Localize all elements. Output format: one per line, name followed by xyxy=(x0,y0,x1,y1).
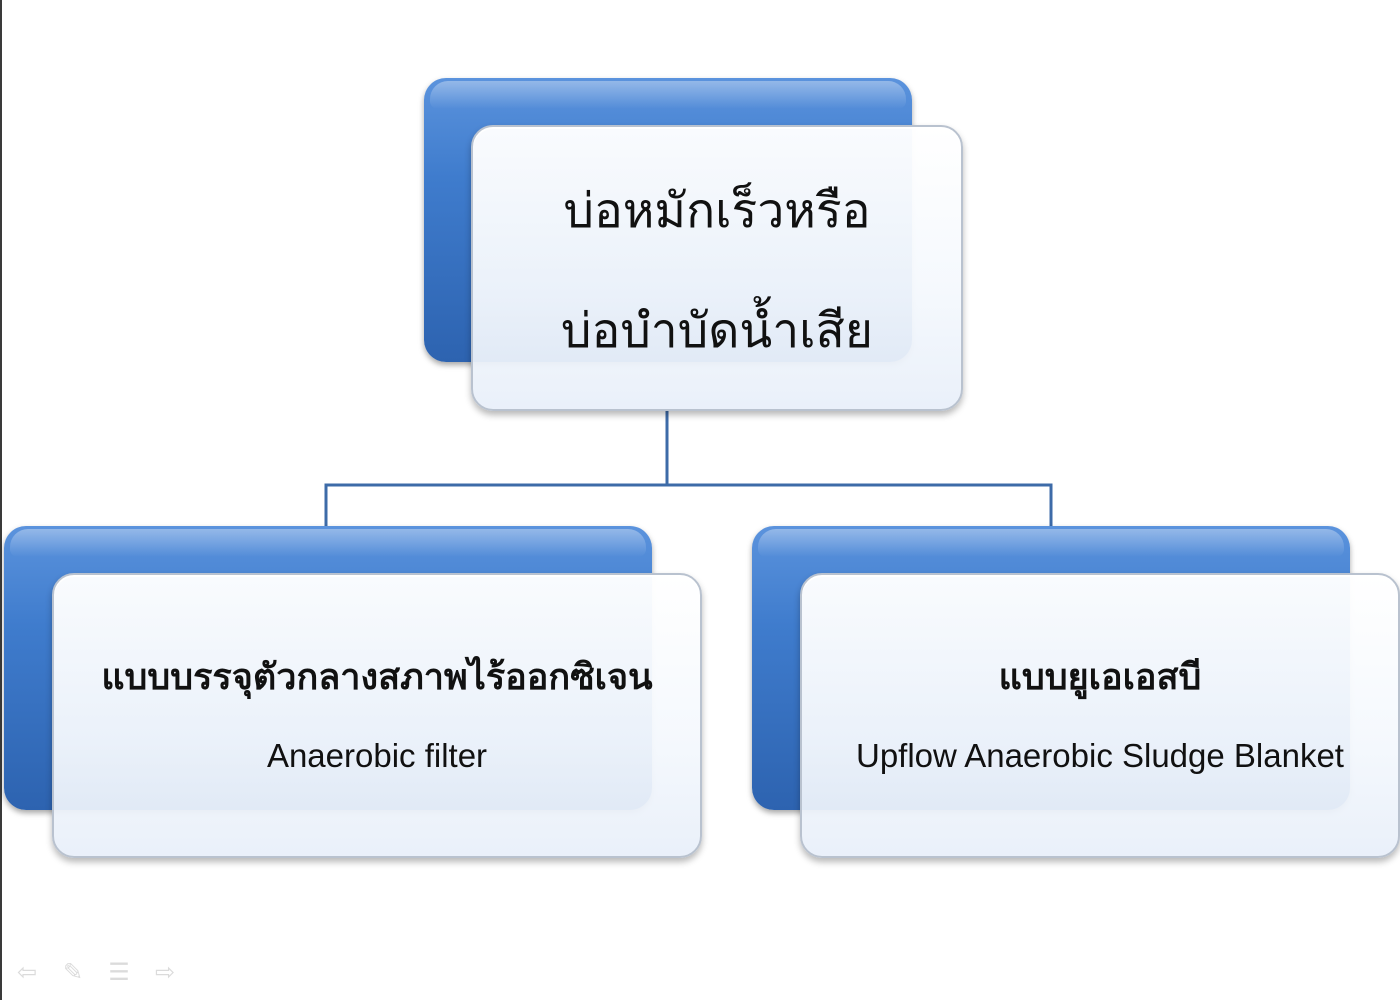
menu-icon[interactable]: ☰ xyxy=(108,958,130,986)
child-node-front: แบบยูเอเอสบี Upflow Anaerobic Sludge Bla… xyxy=(800,573,1400,858)
root-line-1: บ่อหมักเร็วหรือ xyxy=(563,183,871,239)
child-title: แบบบรรจุตัวกลางสภาพไร้ออกซิเจน xyxy=(101,656,653,698)
child-subtitle: Upflow Anaerobic Sludge Blanket xyxy=(856,737,1344,775)
root-line-2: บ่อบำบัดน้ำเสีย xyxy=(561,303,873,359)
slideshow-nav: ⇦ ✎ ☰ ⇨ xyxy=(12,958,180,986)
child-title: แบบยูเอเอสบี xyxy=(998,656,1202,698)
root-node-front: บ่อหมักเร็วหรือ บ่อบำบัดน้ำเสีย xyxy=(471,125,963,411)
connector-right xyxy=(667,483,1053,528)
arrow-right-icon[interactable]: ⇨ xyxy=(154,958,176,986)
arrow-left-icon[interactable]: ⇦ xyxy=(16,958,38,986)
connector-left xyxy=(324,410,669,528)
child-subtitle: Anaerobic filter xyxy=(266,737,488,775)
child-node-front: แบบบรรจุตัวกลางสภาพไร้ออกซิเจน Anaerobic… xyxy=(52,573,702,858)
pen-icon[interactable]: ✎ xyxy=(62,958,84,986)
